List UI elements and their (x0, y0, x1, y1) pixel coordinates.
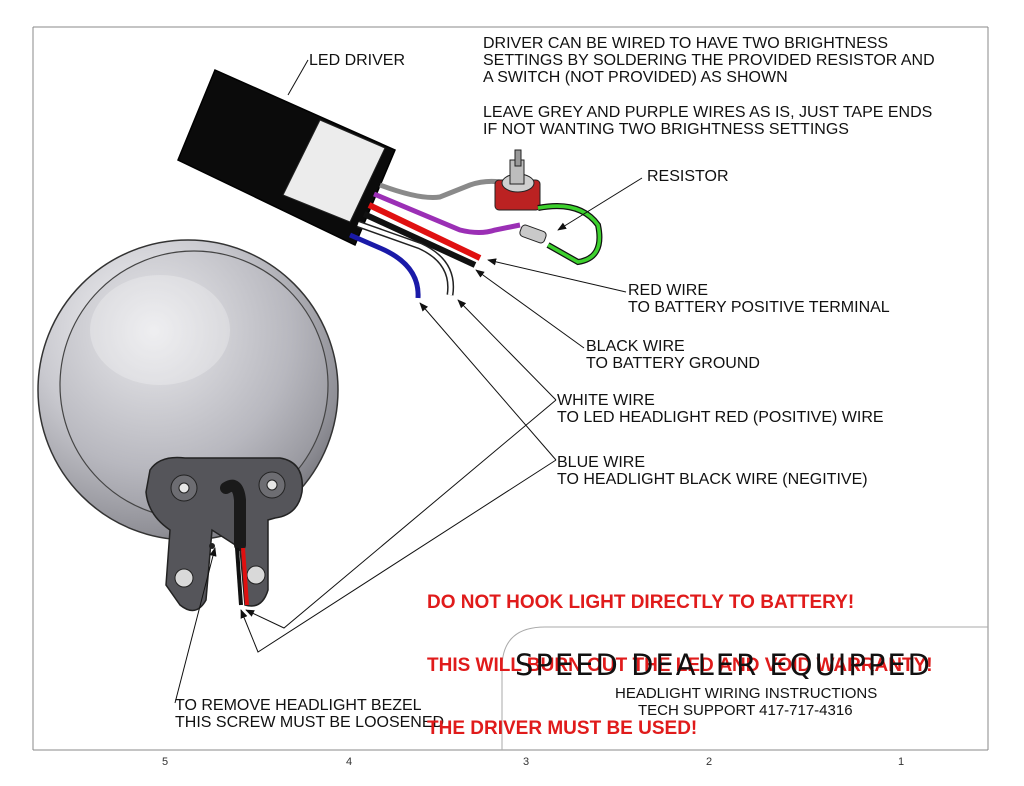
zone-marker: 1 (898, 756, 905, 768)
note-line-1: DRIVER CAN BE WIRED TO HAVE TWO BRIGHTNE… (483, 35, 889, 52)
drawing-border (32, 26, 989, 751)
note-line-3: A SWITCH (NOT PROVIDED) AS SHOWN (483, 69, 788, 86)
driver-wires (349, 178, 521, 299)
zone-marker: 3 (523, 756, 530, 768)
brand-logo-text: SPEED DEALER EQUIPPED (515, 648, 932, 682)
zone-marker: 5 (162, 756, 169, 768)
toggle-switch (494, 149, 541, 211)
zone-marker: 2 (706, 756, 713, 768)
white-wire-label: WHITE WIRE (557, 392, 655, 409)
warning-block: DO NOT HOOK LIGHT DIRECTLY TO BATTERY! T… (427, 550, 933, 760)
warning-line-1: DO NOT HOOK LIGHT DIRECTLY TO BATTERY! (427, 592, 855, 613)
note-line-2: SETTINGS BY SOLDERING THE PROVIDED RESIS… (483, 52, 935, 69)
note-line-5: IF NOT WANTING TWO BRIGHTNESS SETTINGS (483, 121, 849, 138)
mounting-bracket (145, 456, 304, 612)
red-wire-description: TO BATTERY POSITIVE TERMINAL (628, 299, 890, 316)
resistor (519, 203, 603, 266)
blue-wire-label: BLUE WIRE (557, 454, 646, 471)
warning-line-3: THE DRIVER MUST BE USED! (427, 718, 698, 739)
leader-lines (174, 59, 643, 704)
resistor-label: RESISTOR (647, 168, 729, 185)
warning-line-2: THIS WILL BURN OUT THE LED AND VOID WARR… (427, 655, 933, 676)
led-driver-box (177, 69, 396, 247)
note-line-4: LEAVE GREY AND PURPLE WIRES AS IS, JUST … (483, 104, 933, 121)
zone-marker: 4 (346, 756, 353, 768)
black-wire-description: TO BATTERY GROUND (586, 355, 760, 372)
white-wire-description: TO LED HEADLIGHT RED (POSITIVE) WIRE (557, 409, 884, 426)
title-block-support: TECH SUPPORT 417-717-4316 (638, 702, 853, 719)
bezel-note-line-1: TO REMOVE HEADLIGHT BEZEL (175, 697, 422, 714)
red-wire-label: RED WIRE (628, 282, 708, 299)
led-driver-label: LED DRIVER (309, 52, 406, 69)
bezel-note-line-2: THIS SCREW MUST BE LOOSENED (175, 714, 445, 731)
headlight-leads (220, 479, 249, 606)
black-wire-label: BLACK WIRE (586, 338, 685, 355)
title-block-border (501, 626, 988, 750)
title-block-subtitle: HEADLIGHT WIRING INSTRUCTIONS (615, 685, 878, 702)
blue-wire-description: TO HEADLIGHT BLACK WIRE (NEGITIVE) (557, 471, 868, 488)
